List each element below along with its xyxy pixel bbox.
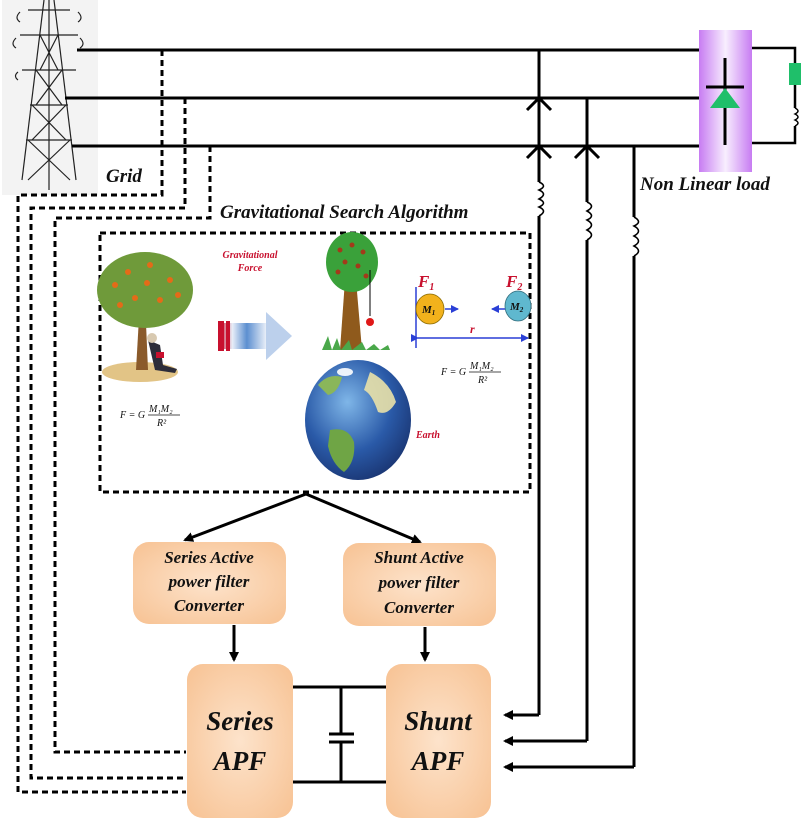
shunt-connections	[503, 50, 636, 772]
svg-text:Converter: Converter	[174, 596, 244, 615]
svg-text:F = G: F = G	[440, 367, 466, 378]
algorithm-label: Gravitational Search Algorithm	[220, 202, 468, 223]
earth-label: Earth	[415, 430, 440, 441]
svg-text:APF: APF	[410, 746, 465, 776]
three-phase-lines	[65, 48, 700, 148]
svg-text:R²: R²	[477, 375, 488, 386]
inductor-icon	[585, 201, 593, 241]
gravity-formula-left: F = G M₁M₂ R²	[119, 404, 180, 429]
svg-text:power filter: power filter	[167, 572, 250, 591]
svg-text:Series Active: Series Active	[164, 548, 254, 567]
current-direction-arrows	[525, 95, 601, 160]
svg-text:M₁M₂: M₁M₂	[148, 404, 173, 415]
distance-r-label: r	[470, 322, 475, 336]
dc-link-capacitor	[293, 685, 386, 784]
inductor-icon	[632, 216, 640, 257]
gravitational-force-arrow-icon	[218, 312, 292, 360]
inductor-icon	[793, 107, 799, 127]
earth-icon	[305, 360, 411, 480]
mass-1-icon	[415, 293, 445, 325]
grid-label: Grid	[106, 166, 142, 187]
newton-apple-tree-icon	[97, 252, 193, 382]
shunt-converter-block: Shunt Active power filter Converter	[343, 543, 496, 626]
diode-icon	[710, 88, 740, 108]
m2-label: M2	[509, 301, 524, 314]
f2-label: F2	[505, 272, 522, 293]
svg-text:APF: APF	[212, 746, 267, 776]
gravitational-force-label-1: Gravitational	[222, 250, 277, 261]
load-label: Non Linear load	[639, 174, 770, 195]
m1-label: M1	[421, 304, 435, 317]
svg-text:power filter: power filter	[377, 573, 460, 592]
svg-text:Shunt: Shunt	[404, 706, 473, 736]
inductor-icon	[537, 181, 545, 217]
svg-text:Series: Series	[206, 706, 274, 736]
series-apf-block: Series APF	[187, 664, 293, 818]
tree-with-falling-apple-icon	[322, 232, 390, 350]
svg-text:R²: R²	[156, 418, 167, 429]
svg-text:Shunt Active: Shunt Active	[374, 548, 464, 567]
mass-2-icon	[504, 290, 532, 322]
f1-label: F1	[417, 272, 434, 293]
two-mass-force-diagram	[411, 287, 532, 348]
resistor-icon	[789, 63, 801, 85]
gsa-output-arrows	[183, 492, 430, 662]
nonlinear-load	[699, 30, 801, 172]
svg-text:Converter: Converter	[384, 598, 454, 617]
sensing-lines	[16, 50, 212, 794]
svg-text:F = G: F = G	[119, 410, 145, 421]
series-converter-block: Series Active power filter Converter	[133, 542, 286, 624]
svg-text:M₁M₂: M₁M₂	[469, 361, 494, 372]
gravity-formula-right: F = G M₁M₂ R²	[440, 361, 501, 386]
shunt-apf-block: Shunt APF	[386, 664, 491, 818]
gravitational-force-label-2: Force	[237, 263, 263, 274]
